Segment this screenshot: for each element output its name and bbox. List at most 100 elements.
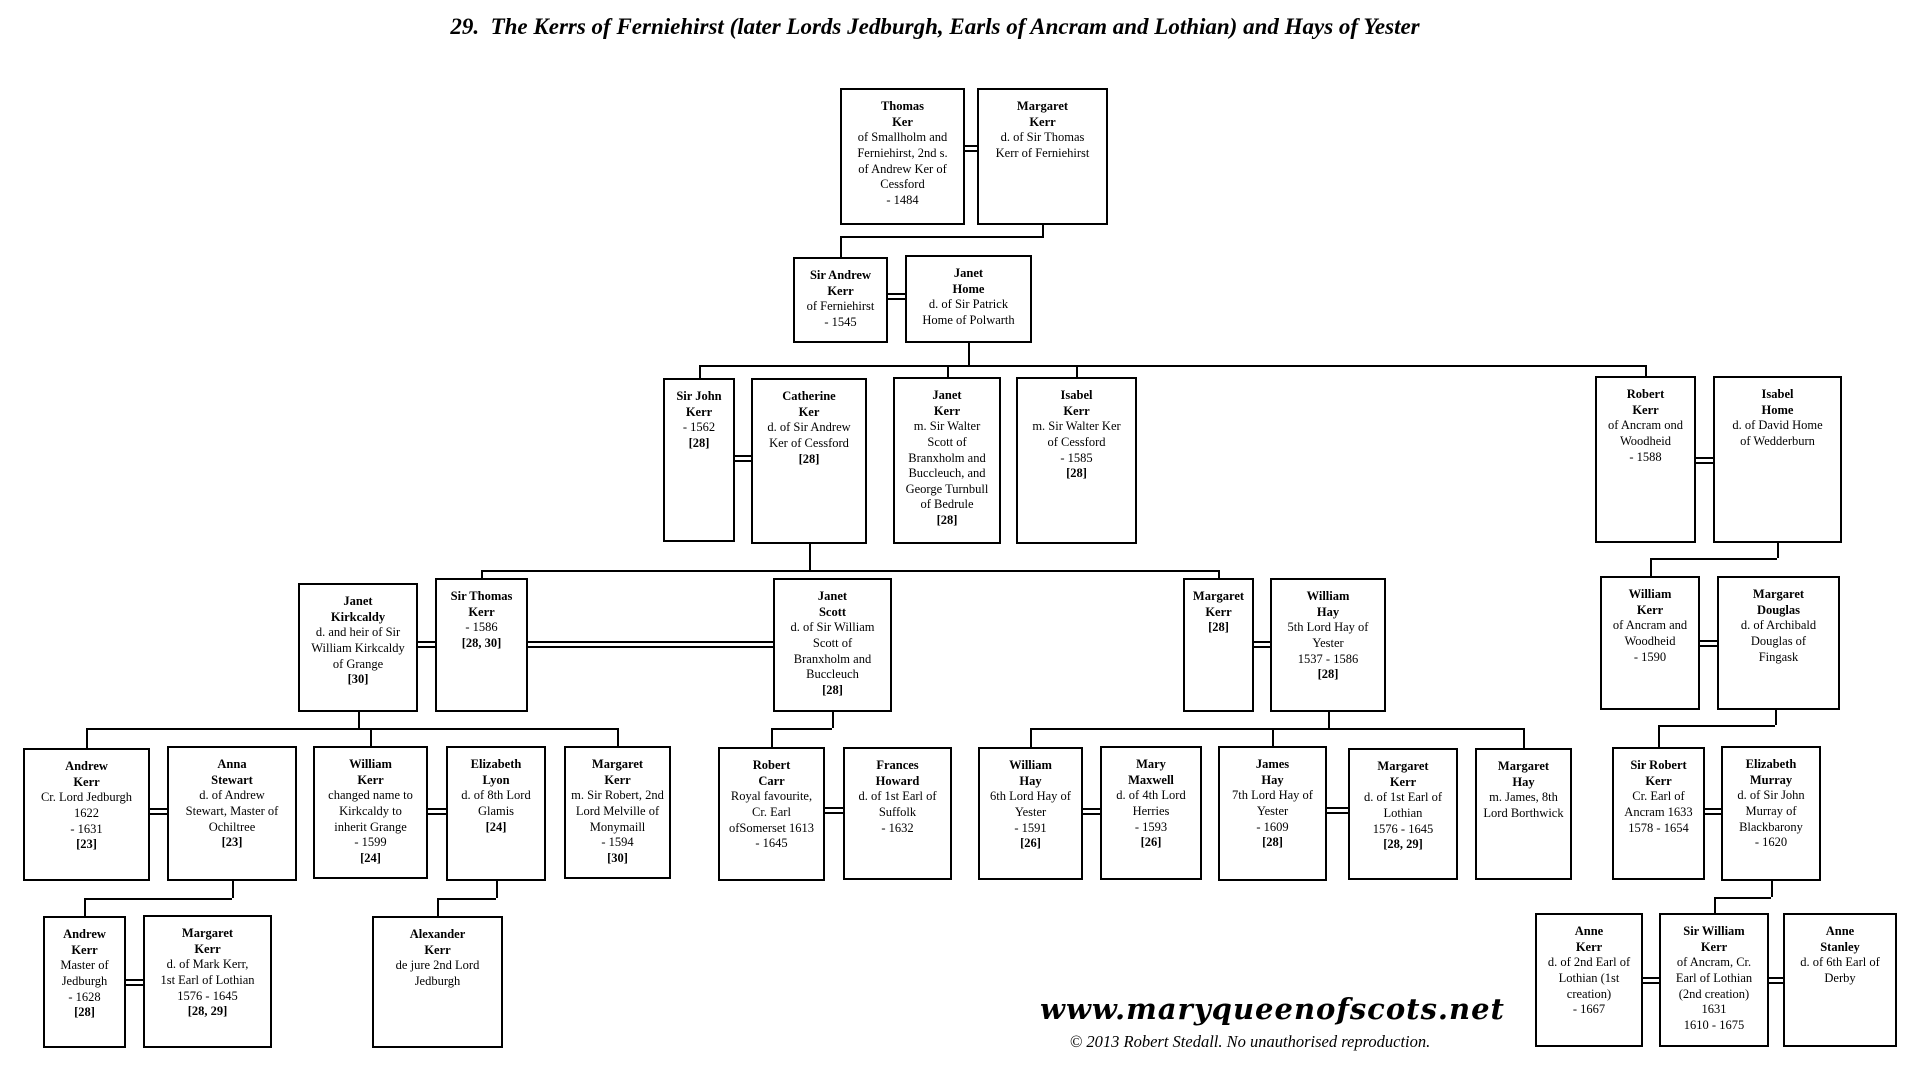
person-ref: [24] xyxy=(485,819,507,834)
marriage-line xyxy=(1695,457,1713,464)
person-details: d. of Sir Andrew Ker of Cessford xyxy=(767,420,851,450)
person-details: m. Sir Walter Scott of Branxholm and Buc… xyxy=(905,419,989,512)
person-ref: [28] xyxy=(1317,667,1339,682)
person-details: - 1586 xyxy=(465,620,498,635)
person-box-janet-home: Janet Home d. of Sir Patrick Home of Pol… xyxy=(905,255,1032,343)
person-ref: [28] xyxy=(822,682,843,697)
person-box-mary-maxwell: Mary Maxwell d. of 4th Lord Herries - 15… xyxy=(1100,746,1202,880)
person-ref: [28, 30] xyxy=(461,635,502,650)
person-name: Andrew Kerr xyxy=(63,927,106,957)
person-box-margaret-kerr-2: Margaret Kerr [28] xyxy=(1183,578,1254,712)
person-name: Margaret Hay xyxy=(1497,759,1550,789)
person-box-janet-kirkcaldy: Janet Kirkcaldy d. and heir of Sir Willi… xyxy=(298,583,418,712)
tree-line xyxy=(1272,728,1274,746)
tree-line xyxy=(496,881,498,898)
tree-line xyxy=(771,728,832,730)
person-box-anna-stewart: Anna Stewart d. of Andrew Stewart, Maste… xyxy=(167,746,297,881)
person-details: m. James, 8th Lord Borthwick xyxy=(1483,790,1564,820)
person-box-sir-thomas-kerr: Sir Thomas Kerr - 1586 [28, 30] xyxy=(435,578,528,712)
person-box-william-hay: William Hay 5th Lord Hay of Yester 1537 … xyxy=(1270,578,1386,712)
person-ref: [28] xyxy=(74,1005,95,1020)
person-details: 5th Lord Hay of Yester 1537 - 1586 xyxy=(1287,620,1369,666)
person-details: d. of 6th Earl of Derby xyxy=(1800,955,1880,985)
person-ref: [26] xyxy=(1140,835,1162,850)
person-name: Margaret Kerr xyxy=(181,926,234,956)
person-name: Thomas Ker xyxy=(880,99,925,129)
person-details: d. of 1st Earl of Suffolk - 1632 xyxy=(858,789,937,835)
tree-line xyxy=(437,898,439,916)
person-name: Mary Maxwell xyxy=(1128,757,1174,787)
person-details: Cr. Lord Jedburgh 1622 - 1631 xyxy=(40,790,133,836)
person-ref: [30] xyxy=(607,850,628,865)
person-name: Isabel Kerr xyxy=(1060,388,1093,418)
marriage-line xyxy=(417,641,435,648)
person-name: Robert Kerr xyxy=(1626,387,1665,417)
person-box-margaret-hay: Margaret Hay m. James, 8th Lord Borthwic… xyxy=(1475,748,1572,880)
person-box-elizabeth-lyon: Elizabeth Lyon d. of 8th Lord Glamis [24… xyxy=(446,746,546,881)
person-name: Margaret Kerr xyxy=(591,757,644,787)
person-details: of Ancram, Cr. Earl of Lothian (2nd crea… xyxy=(1675,955,1753,1032)
tree-line xyxy=(1650,558,1777,560)
person-box-catherine-ker: Catherine Ker d. of Sir Andrew Ker of Ce… xyxy=(751,378,867,544)
person-ref: [24] xyxy=(360,850,381,865)
person-name: Sir Robert Kerr xyxy=(1630,758,1687,788)
person-box-robert-carr: Robert Carr Royal favourite, Cr. Earl of… xyxy=(718,747,825,881)
person-ref: [28] xyxy=(1262,835,1283,850)
person-box-anne-stanley: Anne Stanley d. of 6th Earl of Derby xyxy=(1783,913,1897,1047)
person-name: Janet Home xyxy=(952,266,985,296)
tree-line xyxy=(617,728,619,746)
person-box-janet-kerr: Janet Kerr m. Sir Walter Scott of Branxh… xyxy=(893,377,1001,544)
tree-line xyxy=(1523,728,1525,748)
person-details: d. of 2nd Earl of Lothian (1st creation)… xyxy=(1547,955,1631,1017)
tree-line xyxy=(840,236,1044,238)
tree-line xyxy=(1714,897,1716,913)
person-name: Catherine Ker xyxy=(782,389,836,419)
tree-line xyxy=(1030,728,1523,730)
copyright-text: © 2013 Robert Stedall. No unauthorised r… xyxy=(1069,1032,1431,1051)
person-ref: [28] xyxy=(688,435,710,450)
person-box-anne-kerr: Anne Kerr d. of 2nd Earl of Lothian (1st… xyxy=(1535,913,1643,1047)
person-name: Margaret Kerr xyxy=(1016,99,1069,129)
person-details: - 1562 xyxy=(682,420,716,435)
person-ref: [28] xyxy=(798,451,820,466)
person-ref: [26] xyxy=(1020,836,1041,851)
person-name: Anne Kerr xyxy=(1574,924,1604,954)
chart-title: 29. The Kerrs of Ferniehirst (later Lord… xyxy=(450,14,1420,39)
person-name: William Kerr xyxy=(349,757,392,787)
tree-line xyxy=(771,728,773,747)
person-name: Janet Kirkcaldy xyxy=(330,594,386,624)
marriage-line xyxy=(1082,808,1100,815)
person-box-thomas-ker: Thomas Ker of Smallholm and Ferniehirst,… xyxy=(840,88,965,225)
tree-line xyxy=(1771,881,1773,897)
tree-line xyxy=(1714,897,1771,899)
person-details: d. of Sir Thomas Kerr of Ferniehirst xyxy=(995,130,1090,160)
tree-line xyxy=(1650,558,1652,576)
person-details: 6th Lord Hay of Yester - 1591 xyxy=(990,789,1071,835)
person-details: d. and heir of Sir William Kirkcaldy of … xyxy=(311,625,405,671)
person-details: d. of Sir Patrick Home of Polwarth xyxy=(922,297,1015,327)
person-name: Isabel Home xyxy=(1761,387,1794,417)
tree-line xyxy=(832,712,834,728)
tree-line xyxy=(1777,543,1779,558)
marriage-line xyxy=(887,293,905,300)
person-details: Cr. Earl of Ancram 1633 1578 - 1654 xyxy=(1624,789,1693,835)
tree-line xyxy=(809,544,811,570)
person-details: changed name to Kirkcaldy to inherit Gra… xyxy=(328,788,413,850)
person-details: d. of Sir William Scott of Branxholm and… xyxy=(790,620,875,682)
person-box-elizabeth-murray: Elizabeth Murray d. of Sir John Murray o… xyxy=(1721,746,1821,881)
tree-line xyxy=(84,898,86,916)
person-box-william-hay-2: William Hay 6th Lord Hay of Yester - 159… xyxy=(978,747,1083,880)
person-details: m. Sir Robert, 2nd Lord Melville of Mony… xyxy=(571,788,664,850)
person-name: Alexander Kerr xyxy=(409,927,466,957)
person-box-janet-scott: Janet Scott d. of Sir William Scott of B… xyxy=(773,578,892,712)
person-box-margaret-kerr-5: Margaret Kerr d. of Mark Kerr, 1st Earl … xyxy=(143,915,272,1048)
tree-line xyxy=(481,570,483,578)
tree-line xyxy=(86,728,88,748)
person-box-james-hay: James Hay 7th Lord Hay of Yester - 1609 … xyxy=(1218,746,1327,881)
person-ref: [28, 29] xyxy=(187,1004,228,1019)
person-ref: [28] xyxy=(1066,466,1087,481)
person-details: d. of Mark Kerr, 1st Earl of Lothian 157… xyxy=(160,957,255,1003)
person-box-william-kerr-3: William Kerr changed name to Kirkcaldy t… xyxy=(313,746,428,879)
person-box-andrew-kerr: Andrew Kerr Cr. Lord Jedburgh 1622 - 163… xyxy=(23,748,150,881)
person-name: Elizabeth Lyon xyxy=(470,757,522,787)
